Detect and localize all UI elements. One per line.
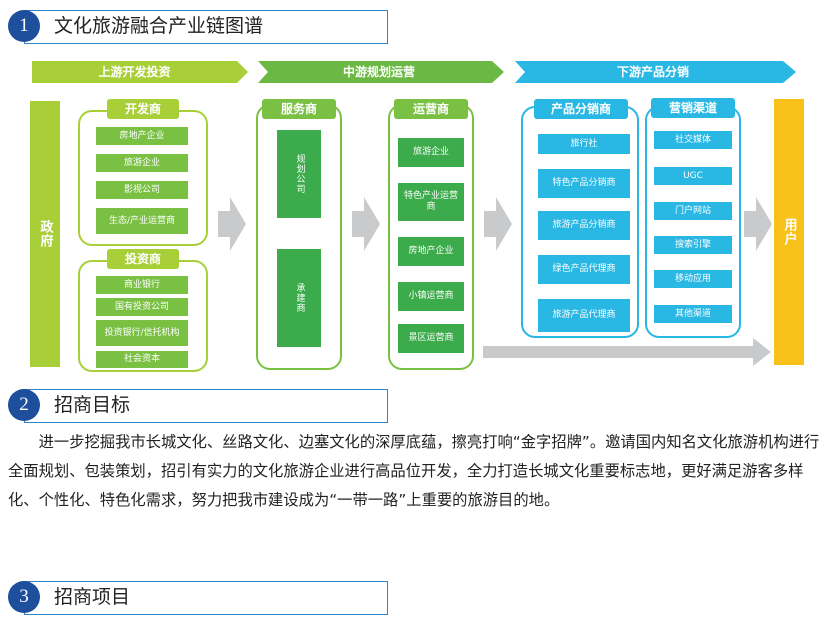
channel-item: 移动应用 (654, 270, 732, 288)
developer-item: 房地产企业 (96, 127, 188, 145)
section-title: 招商项目 (54, 586, 131, 608)
section-header-1: 1 文化旅游融合产业链图谱 (4, 8, 388, 44)
section-number: 2 (8, 389, 40, 421)
channel-item: UGC (654, 167, 732, 185)
user-bar: 用户 (774, 99, 804, 365)
developers-title: 开发商 (107, 99, 179, 119)
channel-item: 门户网站 (654, 202, 732, 220)
section-number: 1 (8, 10, 40, 42)
flow-arrow (744, 197, 772, 251)
user-label: 用户 (781, 218, 797, 246)
distributor-item: 特色产品分销商 (538, 169, 630, 198)
developer-item: 旅游企业 (96, 154, 188, 172)
upstream-banner-label: 上游开发投资 (98, 65, 171, 79)
operator-item: 旅游企业 (398, 138, 464, 167)
government-bar: 政府 (30, 101, 60, 367)
distributors-title: 产品分销商 (534, 99, 628, 119)
service-item: 承建商 (277, 249, 321, 347)
section-title: 招商目标 (54, 394, 131, 416)
operator-item: 特色产业运营商 (398, 183, 464, 221)
operators-title: 运营商 (394, 99, 468, 119)
channel-item: 其他渠道 (654, 305, 732, 323)
section-title: 文化旅游融合产业链图谱 (54, 15, 264, 37)
investors-title: 投资商 (107, 249, 179, 269)
flow-arrow (218, 197, 246, 251)
operator-item: 房地产企业 (398, 237, 464, 266)
downstream-banner-label: 下游产品分销 (616, 65, 689, 79)
channel-item: 社交媒体 (654, 131, 732, 149)
flow-arrow (484, 197, 512, 251)
developer-item: 生态/产业运营商 (96, 208, 188, 234)
upstream-banner-arrow (32, 61, 248, 83)
midstream-banner-arrow (258, 61, 504, 83)
investor-item: 投资银行/信托机构 (96, 320, 188, 346)
service-item: 规划公司 (277, 130, 321, 218)
bypass-arrow (483, 338, 771, 366)
government-label: 政府 (37, 220, 53, 248)
investor-item: 商业银行 (96, 276, 188, 294)
investor-item: 社会资本 (96, 351, 188, 368)
goal-text: 进一步挖掘我市长城文化、丝路文化、边塞文化的深厚底蕴，擦亮打响“金字招牌”。邀请… (8, 433, 820, 509)
distributor-item: 旅游产品分销商 (538, 211, 630, 240)
operator-item: 景区运营商 (398, 324, 464, 353)
developer-item: 影视公司 (96, 181, 188, 199)
section-header-box (24, 10, 388, 44)
investor-item: 国有投资公司 (96, 298, 188, 316)
distributor-item: 绿色产品代理商 (538, 255, 630, 284)
channels-title: 营销渠道 (651, 98, 735, 118)
service-title: 服务商 (262, 99, 336, 119)
distributor-item: 旅行社 (538, 134, 630, 154)
section-header-2: 2 招商目标 (4, 387, 388, 423)
downstream-banner-arrow (515, 61, 796, 83)
section-header-3: 3 招商项目 (4, 579, 388, 615)
flow-arrow (352, 197, 380, 251)
section-header-box (24, 581, 388, 615)
midstream-banner-label: 中游规划运营 (342, 65, 415, 79)
section-number: 3 (8, 581, 40, 613)
distributor-item: 旅游产品代理商 (538, 299, 630, 332)
operator-item: 小镇运营商 (398, 282, 464, 311)
section-header-box (24, 389, 388, 423)
channel-item: 搜索引擎 (654, 236, 732, 254)
goal-paragraph: 进一步挖掘我市长城文化、丝路文化、边塞文化的深厚底蕴，擦亮打响“金字招牌”。邀请… (8, 428, 820, 515)
